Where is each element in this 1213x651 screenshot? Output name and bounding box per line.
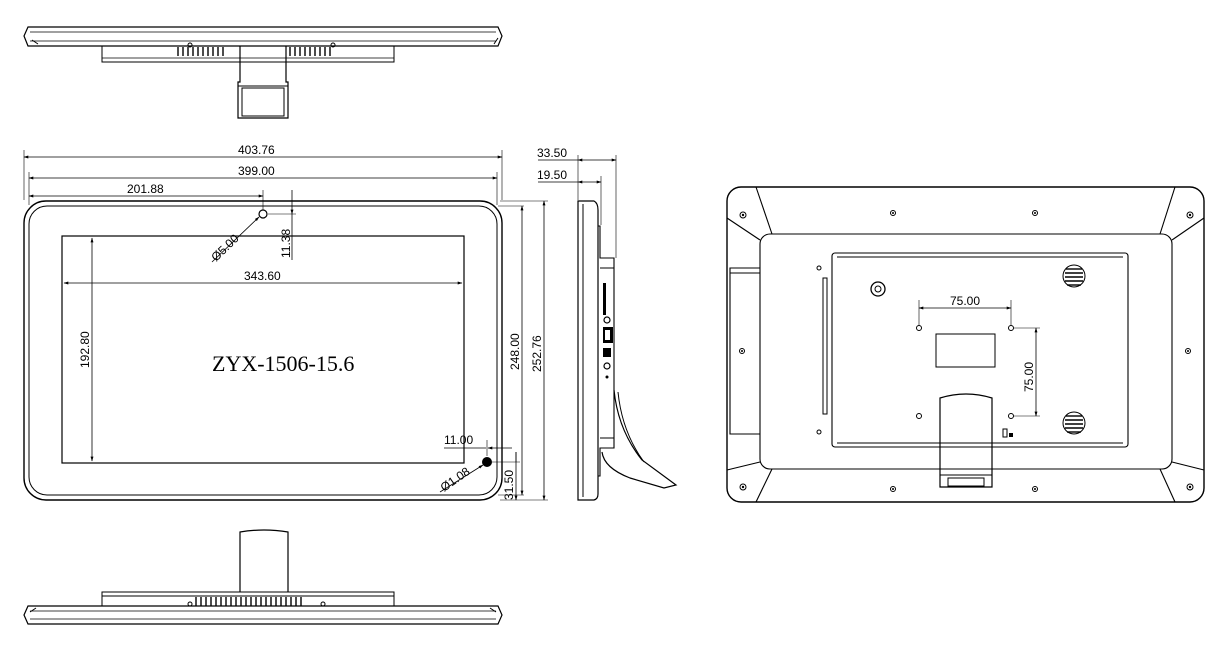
dim-half-width: 201.88 — [127, 182, 164, 196]
bottom-vent — [195, 597, 302, 606]
speaker-grille-top — [1062, 264, 1086, 288]
mini-usb-port — [603, 348, 611, 357]
dim-overall-height: 252.76 — [530, 335, 544, 372]
top-vent-left — [177, 47, 224, 56]
dim-screen-height: 192.80 — [78, 331, 92, 368]
bottom-view — [23, 529, 503, 625]
dim-bezel-height: 248.00 — [508, 333, 522, 370]
dim-depth-body: 19.50 — [537, 168, 567, 182]
dim-cam-offset: 11.38 — [279, 229, 293, 258]
back-stand — [939, 393, 993, 488]
dim-screen-width: 343.60 — [244, 269, 281, 283]
dim-led-offset-x: 11.00 — [444, 433, 473, 447]
side-view: 33.50 19.50 — [537, 146, 678, 501]
top-view — [23, 26, 503, 119]
power-button-icon — [870, 281, 886, 297]
dim-vesa-h: 75.00 — [950, 294, 980, 308]
dim-bezel-width: 399.00 — [238, 164, 275, 178]
top-stand — [237, 46, 289, 119]
dim-depth-total: 33.50 — [537, 146, 567, 160]
front-view: 403.76 399.00 201.88 343.60 192.80 248.0… — [23, 143, 548, 501]
camera-hole — [258, 209, 268, 219]
bottom-stand — [239, 529, 289, 592]
back-screws — [739, 210, 1194, 492]
back-label-area — [935, 333, 996, 368]
top-vent-right — [289, 47, 331, 56]
front-screen — [61, 235, 465, 464]
model-label: ZYX-1506-15.6 — [212, 351, 354, 376]
back-housing — [726, 186, 1205, 503]
sd-card-slot — [603, 283, 606, 315]
dim-led-offset-y: 31.50 — [502, 470, 516, 500]
dim-vesa-v: 75.00 — [1022, 362, 1036, 392]
dim-overall-width: 403.76 — [238, 143, 275, 157]
led-indicator — [482, 457, 492, 467]
side-stand — [601, 389, 678, 489]
dim-led-diameter: Ø1.08 — [438, 464, 473, 494]
speaker-grille-bottom — [1062, 411, 1086, 435]
back-view: 75.00 75.00 — [726, 186, 1205, 503]
